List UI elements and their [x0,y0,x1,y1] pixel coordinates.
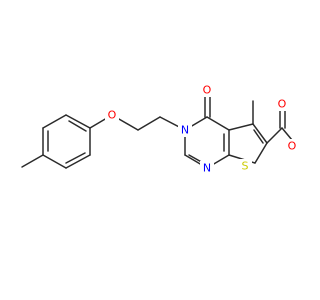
bond [266,127,283,144]
nitrogen-ring-label: N [181,124,189,137]
oxygen-ether-label: O [108,109,117,122]
bond [68,120,87,132]
molecule-diagram: O N N O S O O [21,83,297,175]
nitrogen-lower-label: N [203,162,211,175]
bond [65,152,86,164]
oxygen-ester-label: O [288,140,297,153]
bond [253,129,264,144]
bond [65,154,91,169]
bonds [21,96,283,169]
bond [42,114,67,129]
sulfur-label: S [242,160,249,173]
bond [206,116,230,131]
bond [21,154,44,168]
bond [228,123,254,131]
bond [254,142,268,164]
bond [252,123,268,144]
bond [281,127,293,141]
oxygen-carbonyl-label: O [278,98,287,111]
bond [42,154,67,169]
atom-labels: O N N O S [105,83,252,175]
oxygen-keto-label: O [203,84,212,97]
bond [65,114,91,129]
bond [137,116,161,131]
